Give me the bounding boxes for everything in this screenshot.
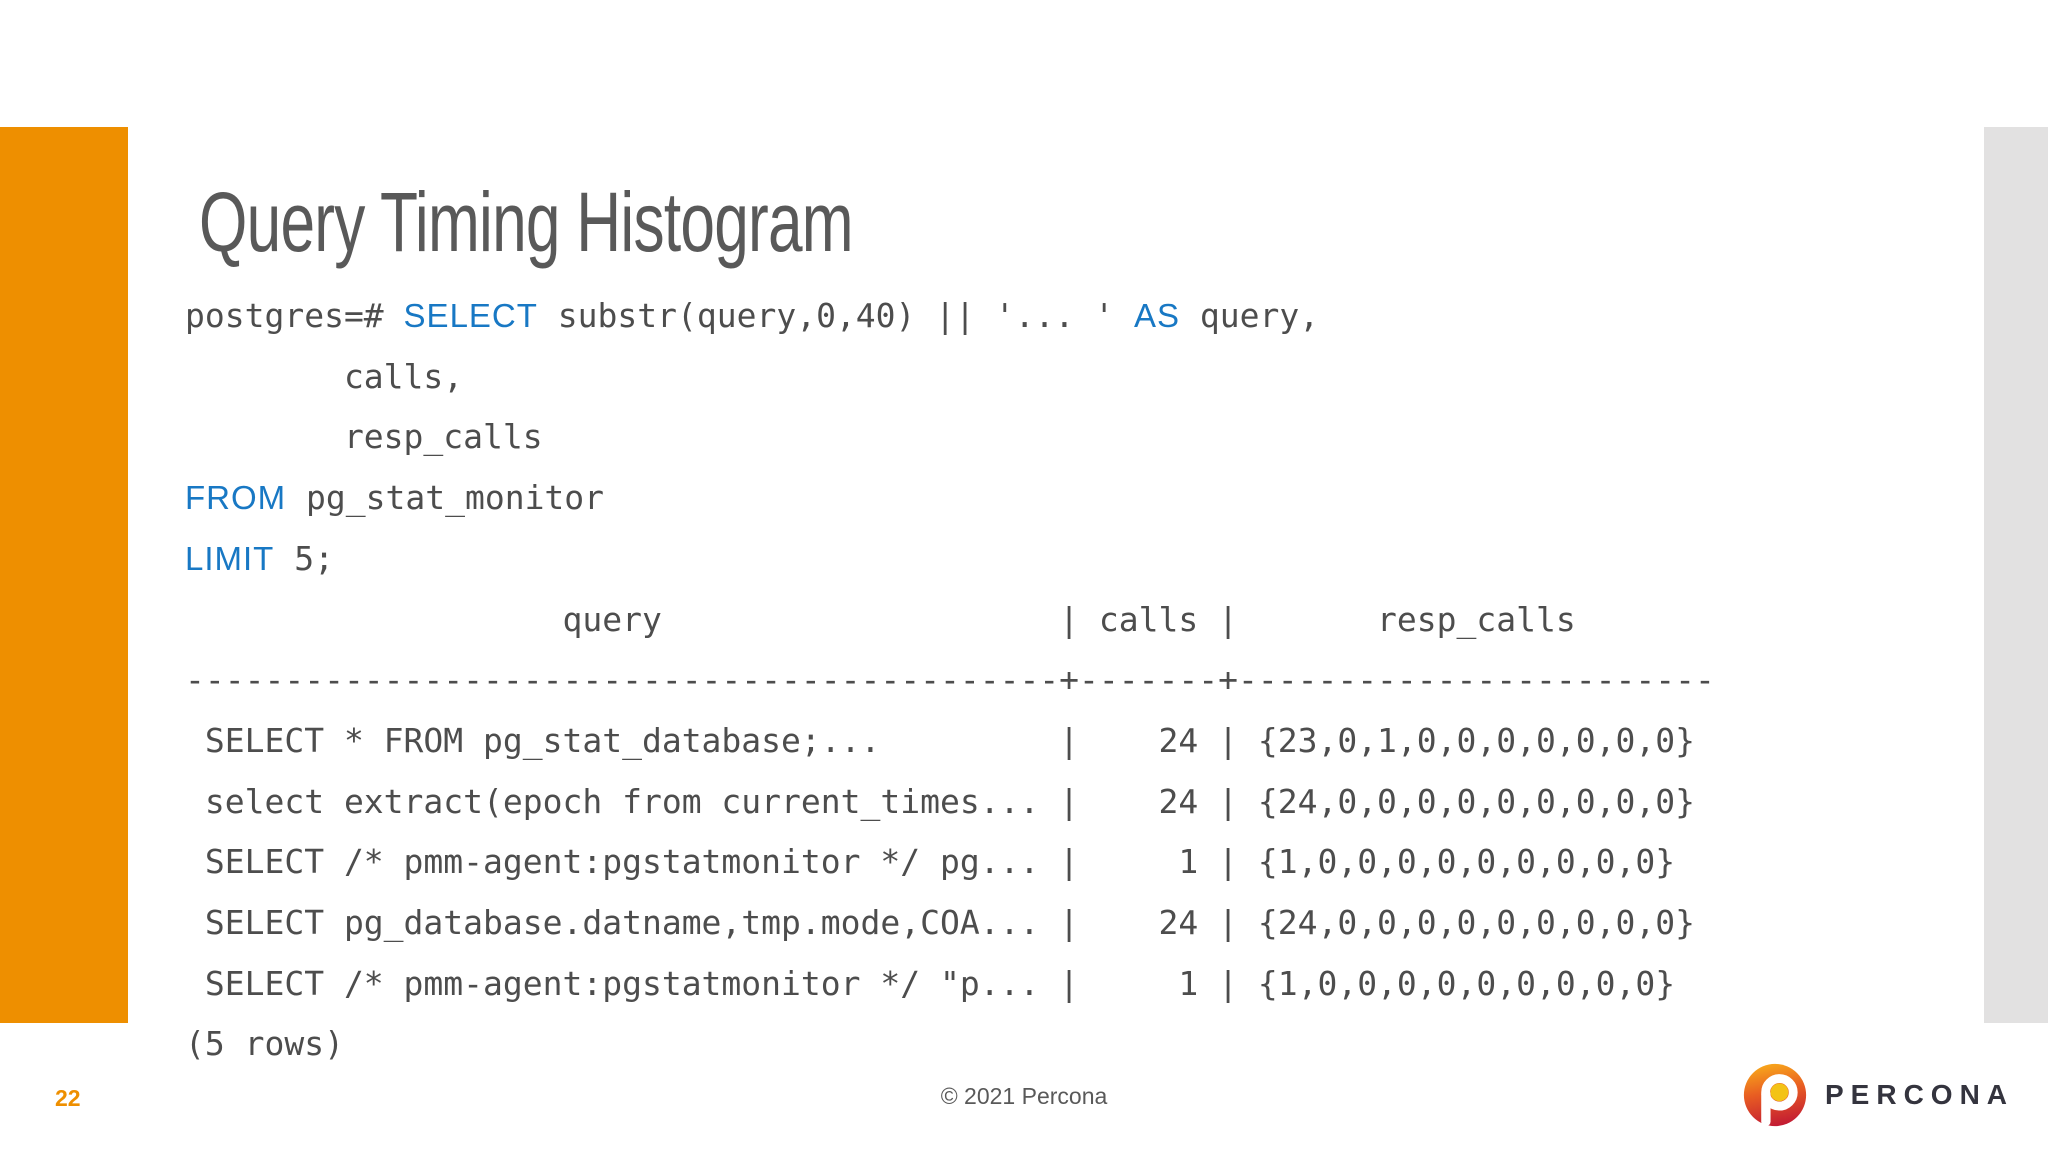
percona-logo-icon bbox=[1743, 1063, 1807, 1127]
sql-code-line: resp_calls bbox=[185, 417, 543, 457]
result-row-line: SELECT /* pmm-agent:pgstatmonitor */ pg.… bbox=[185, 842, 1676, 882]
sql-keyword: FROM bbox=[185, 479, 287, 517]
sql-keyword: AS bbox=[1133, 297, 1180, 334]
sql-code-line: FROM pg_stat_monitor bbox=[185, 478, 605, 518]
result-row-line: select extract(epoch from current_times.… bbox=[185, 781, 1695, 821]
sql-code-line: postgres=# SELECT substr(query,0,40) || … bbox=[185, 296, 1320, 335]
percona-logo-text: PERCONA bbox=[1825, 1079, 2015, 1110]
result-row-line: SELECT pg_database.datname,tmp.mode,COA.… bbox=[185, 903, 1695, 943]
percona-logo: PERCONA bbox=[1743, 1063, 2014, 1127]
result-separator-line: ----------------------------------------… bbox=[185, 660, 1715, 700]
sql-keyword: SELECT bbox=[403, 297, 538, 334]
result-row-line: SELECT /* pmm-agent:pgstatmonitor */ "p.… bbox=[185, 963, 1676, 1003]
result-rowcount-line: (5 rows) bbox=[185, 1024, 344, 1064]
result-row-line: SELECT * FROM pg_stat_database;... | 24 … bbox=[185, 720, 1695, 760]
psql-terminal-output: postgres=# SELECT substr(query,0,40) || … bbox=[185, 286, 1715, 1075]
left-orange-accent-bar bbox=[0, 127, 128, 1023]
copyright-text: © 2021 Percona bbox=[940, 1083, 1108, 1109]
sql-code-line: LIMIT 5; bbox=[185, 538, 334, 578]
sql-keyword: LIMIT bbox=[185, 539, 275, 577]
result-header-line: query | calls | resp_calls bbox=[185, 599, 1715, 639]
page-number: 22 bbox=[55, 1085, 81, 1111]
slide-title: Query Timing Histogram bbox=[199, 175, 854, 269]
right-gray-accent-bar bbox=[1984, 127, 2048, 1023]
sql-code-line: calls, bbox=[185, 356, 464, 396]
